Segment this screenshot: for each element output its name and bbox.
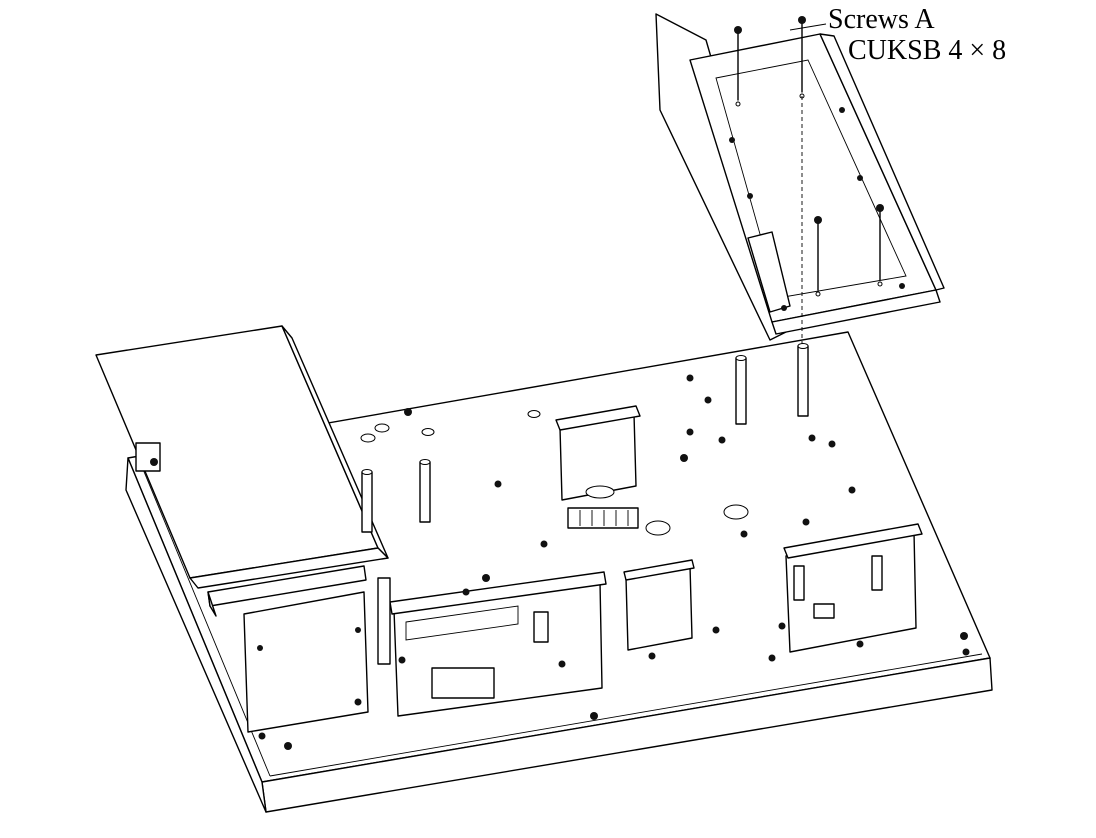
standoff-posts (361, 343, 809, 533)
front-center-bracket (377, 571, 607, 717)
left-front-box (207, 565, 369, 740)
screws-part-number: CUKSB 4 × 8 (848, 35, 1007, 66)
screws-callout-label: Screws A (828, 4, 935, 35)
plate-holes (360, 410, 749, 536)
screw (814, 216, 822, 297)
small-bracket (623, 559, 695, 651)
right-bracket (783, 523, 923, 653)
screws-a (734, 16, 884, 350)
plate-fasteners (284, 374, 970, 750)
hinged-cover-panel (95, 325, 389, 589)
screw (734, 26, 742, 107)
center-bracket (555, 405, 641, 529)
screw (876, 204, 884, 287)
exploded-tray (655, 13, 945, 341)
